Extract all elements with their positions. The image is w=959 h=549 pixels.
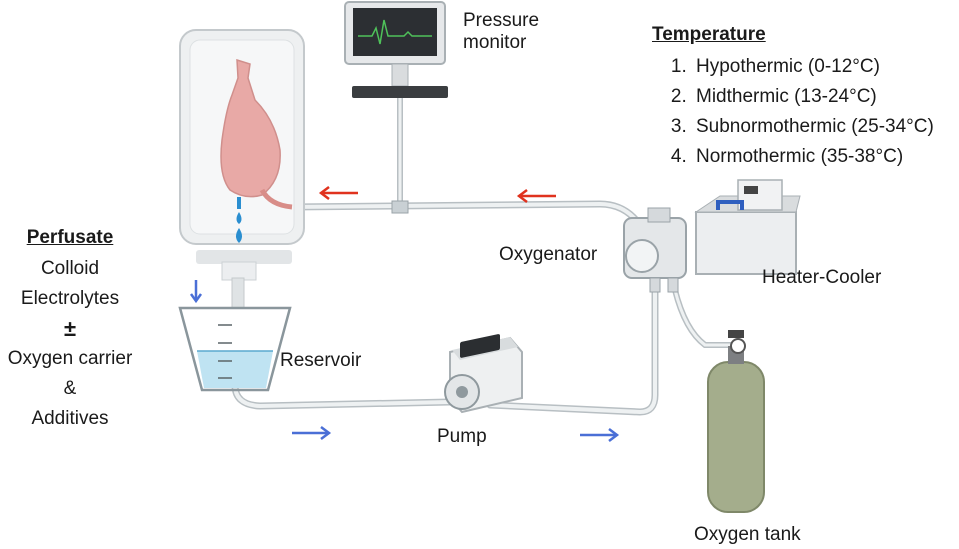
- pressure-monitor-label-line2: monitor: [463, 32, 527, 53]
- flow-arrows: [189, 186, 620, 442]
- arrow-blue-2: [580, 428, 620, 442]
- arrow-red-1: [318, 186, 358, 200]
- heart: [220, 58, 293, 210]
- oxygen-tank-icon: [707, 330, 765, 513]
- pressure-monitor-icon: [344, 1, 448, 98]
- arrow-red-2: [516, 189, 556, 203]
- perfusate-item: Colloid: [40, 258, 100, 279]
- arrow-blue-down: [189, 280, 203, 304]
- perfusate-item: Oxygen carrier: [7, 348, 133, 369]
- drip: [236, 197, 242, 243]
- temperature-title: Temperature: [652, 24, 766, 45]
- perfusate-item: Additives: [31, 408, 109, 429]
- reservoir-icon: [178, 306, 292, 392]
- tube-connector: [391, 200, 409, 214]
- heater-cooler-label: Heater-Cooler: [762, 267, 882, 288]
- temperature-item: Hypothermic (0-12°C): [692, 52, 934, 82]
- pump-icon: [444, 334, 523, 414]
- oxygenator-label: Oxygenator: [499, 244, 598, 265]
- oxygenator-icon: [623, 207, 687, 293]
- temperature-item: Normothermic (35-38°C): [692, 142, 934, 172]
- oxygen-tank-label: Oxygen tank: [694, 524, 801, 545]
- perfusate-item: &: [63, 378, 77, 399]
- reservoir-label: Reservoir: [280, 350, 362, 371]
- perfusate-item: Electrolytes: [20, 288, 120, 309]
- perfusate-plus-minus: ±: [63, 316, 77, 341]
- heater-cooler-icon: [694, 179, 801, 275]
- perfusate-box: Perfusate Colloid Electrolytes ± Oxygen …: [0, 222, 140, 434]
- temperature-item: Midthermic (13-24°C): [692, 82, 934, 112]
- arrow-blue-1: [292, 426, 332, 440]
- pump-label: Pump: [437, 426, 487, 447]
- perfusate-title: Perfusate: [26, 227, 114, 248]
- pressure-monitor-label-line1: Pressure: [463, 10, 540, 31]
- temperature-list: Hypothermic (0-12°C) Midthermic (13-24°C…: [652, 52, 934, 172]
- temperature-item: Subnormothermic (25-34°C): [692, 112, 934, 142]
- pressure-monitor-label: Pressure monitor: [463, 10, 539, 54]
- temperature-box: Temperature Hypothermic (0-12°C) Midther…: [652, 24, 934, 172]
